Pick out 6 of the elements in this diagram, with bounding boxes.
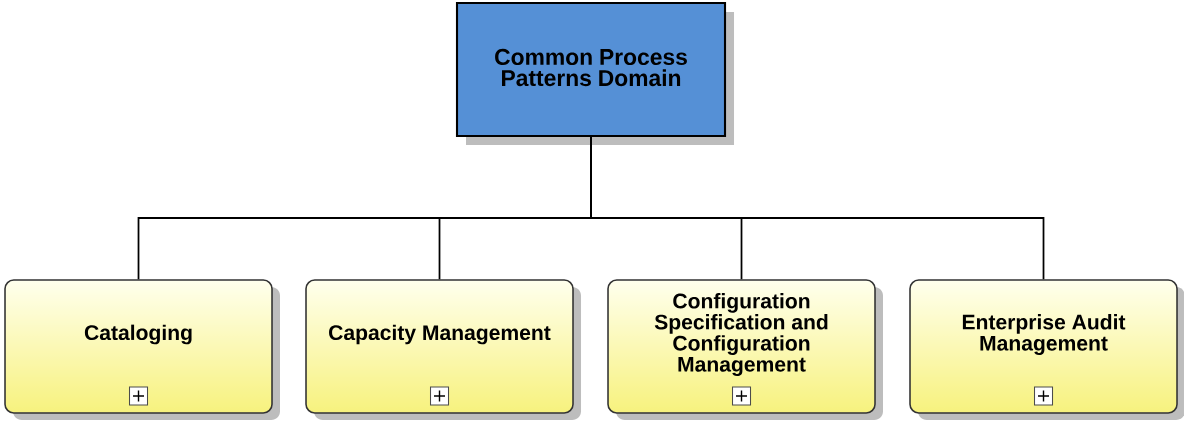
process-box: Cataloging — [4, 279, 280, 420]
process-box: Enterprise Audit Management — [909, 279, 1184, 420]
connector — [590, 136, 1045, 281]
process-box: Capacity Management — [305, 279, 581, 420]
process-box: Configuration Specification and Configuration Management — [607, 279, 883, 420]
domain-box: Common Process Patterns Domain — [455, 1, 734, 145]
